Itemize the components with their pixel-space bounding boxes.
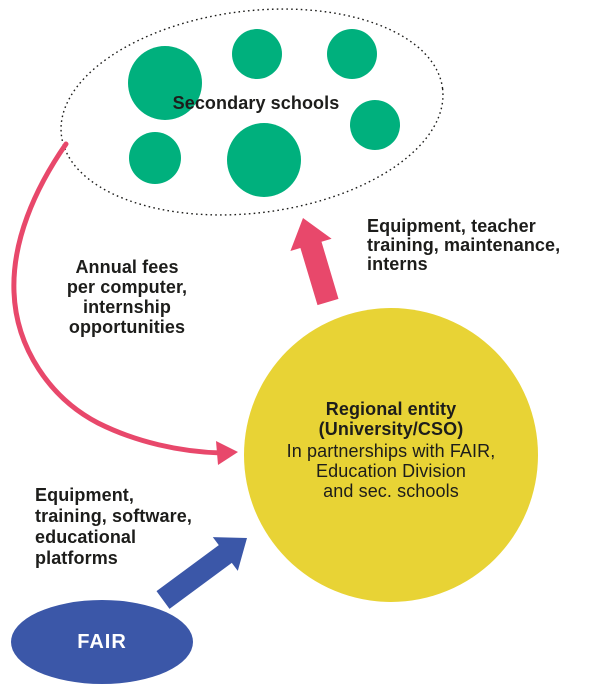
- fees-arrow-head: [216, 441, 238, 465]
- fair-arrow-label: Equipment, training, software, education…: [35, 485, 192, 568]
- support-arrow-label: Equipment, teacher training, maintenance…: [367, 216, 561, 274]
- regional-entity-subtitle: In partnerships with FAIR, Education Div…: [286, 441, 496, 501]
- fair-ellipse: [11, 600, 193, 684]
- school-circle-5: [227, 123, 301, 197]
- regional-entity-title: Regional entity (University/CSO): [318, 399, 464, 439]
- secondary-schools-cluster-ellipse: [60, 8, 444, 216]
- school-circle-6: [350, 100, 400, 150]
- support-arrow: [290, 218, 339, 306]
- school-circle-2: [232, 29, 282, 79]
- secondary-schools-label: Secondary schools: [172, 93, 340, 113]
- fees-arrow-curve: [11, 141, 225, 456]
- regional-entity-circle: [244, 308, 538, 602]
- fair-label: FAIR: [77, 631, 127, 653]
- school-circle-4: [129, 132, 181, 184]
- school-circle-1: [128, 46, 202, 120]
- school-circle-3: [327, 29, 377, 79]
- fees-arrow-label: Annual fees per computer, internship opp…: [66, 257, 188, 337]
- fair-arrow: [156, 537, 247, 609]
